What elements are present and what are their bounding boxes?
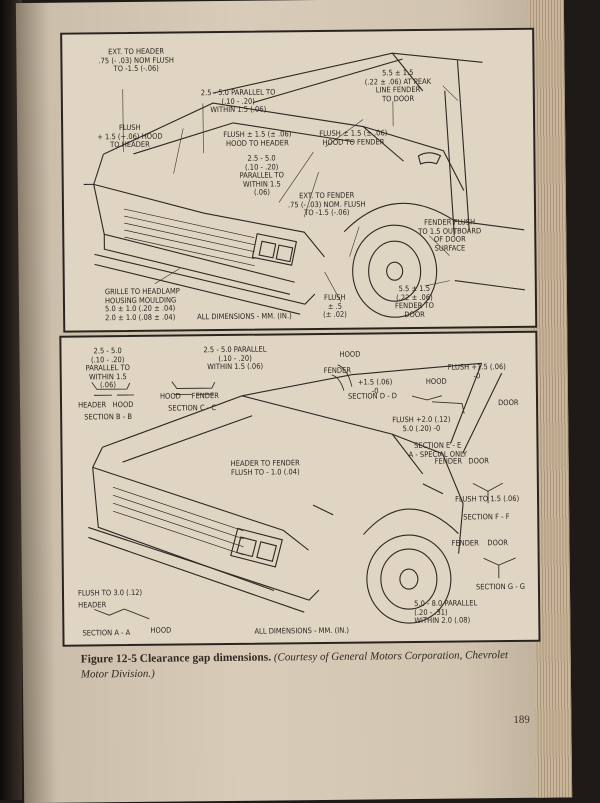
book-spine-shadow <box>0 0 22 800</box>
label-ext-to-fender: EXT. TO FENDER .75 (- .03) NOM. FLUSH TO… <box>287 190 366 218</box>
book-page: EXT. TO HEADER .75 (- .03) NOM FLUSH TO … <box>15 0 573 803</box>
label-section-b-parallel: 2.5 - 5.0 (.10 - .20) PARALLEL TO WITHIN… <box>85 346 131 390</box>
label-header-a: HEADER <box>78 600 107 610</box>
label-flush-5: FLUSH ± .5 (± .02) <box>323 292 347 319</box>
label-section-c-c: SECTION C - C <box>168 403 217 413</box>
label-fender-d: FENDER <box>323 365 352 375</box>
label-flush-hood-to-header: FLUSH + 1.5 (+.06) HOOD TO HEADER <box>97 122 163 150</box>
label-grille-to-headlamp: GRILLE TO HEADLAMP HOUSING MOULDING 5.0 … <box>104 286 180 322</box>
label-all-dimensions-top: ALL DIMENSIONS - mm. (in.) <box>197 311 292 322</box>
label-parallel-g: 5.0 - 8.0 PARALLEL (.20 - .31) WITHIN 2.… <box>414 598 478 626</box>
label-section-g-g: SECTION G - G <box>475 581 526 592</box>
label-section-b-b: SECTION B - B <box>84 411 133 422</box>
label-fender-door-g: FENDER DOOR <box>451 538 508 548</box>
figure-caption: Figure 12-5 Clearance gap dimensions. (C… <box>81 648 531 683</box>
label-flush-a: FLUSH TO 3.0 (.12) <box>77 587 143 598</box>
label-fender-to-door: 5.5 ± 1.5 (.22 ± .06) FENDER TO DOOR <box>394 283 434 319</box>
label-hood-d: HOOD <box>339 349 361 359</box>
label-section-c-parallel: 2.5 - 5.0 PARALLEL (.10 - .20) WITHIN 1.… <box>203 344 267 372</box>
label-line-fender-to-door: 5.5 ± 1.5 (.22 ± .06) AT PEAK LINE FENDE… <box>364 68 432 103</box>
label-hood-e: HOOD <box>425 376 447 386</box>
label-ext-to-header: EXT. TO HEADER .75 (- .03) NOM FLUSH TO … <box>98 46 174 74</box>
label-section-a-a: SECTION A - A <box>82 628 131 638</box>
label-door-e: DOOR <box>497 397 519 408</box>
page-number: 189 <box>513 713 530 726</box>
label-header-hood-b: HEADER HOOD <box>77 399 134 410</box>
figure-panel-top: EXT. TO HEADER .75 (- .03) NOM FLUSH TO … <box>60 27 538 333</box>
label-flush-f: FLUSH TO 1.5 (.06) <box>454 493 520 504</box>
label-section-f-f: SECTION F - F <box>463 512 510 522</box>
label-fender-door-f: FENDER DOOR <box>434 456 489 466</box>
car-front-three-quarter-illustration <box>83 52 525 318</box>
label-flush-hood-to-fender: FLUSH ± 1.5 (± .06) HOOD TO FENDER <box>319 128 388 147</box>
figure-number: Figure 12-5 <box>80 652 138 666</box>
label-hood-a: HOOD <box>150 625 172 635</box>
label-hood-fender-c: HOOD FENDER <box>159 391 219 401</box>
label-parallel-to-mid: 2.5 - 5.0 (.10 - .20) PARALLEL TO WITHIN… <box>239 153 285 197</box>
label-flush-e2: FLUSH +2.0 (.12) 5.0 (.20) -0 <box>392 414 451 433</box>
label-all-dimensions-bottom: ALL DIMENSIONS - mm. (in.) <box>254 625 350 636</box>
label-flush-hood-to-header-2: FLUSH ± 1.5 (± .06) HOOD TO HEADER <box>223 129 292 148</box>
figure-panel-bottom: 2.5 - 5.0 (.10 - .20) PARALLEL TO WITHIN… <box>59 330 541 647</box>
label-fender-flush: FENDER FLUSH TO 1.5 OUTBOARD OF DOOR SUR… <box>418 217 482 253</box>
car-front-three-quarter-illustration-2 <box>88 362 516 624</box>
label-flush-e: FLUSH +1.5 (.06) -0 <box>447 362 506 380</box>
figure-title: Clearance gap dimensions. <box>139 651 272 665</box>
label-parallel-to-top: 2.5 - 5.0 PARALLEL TO (.10 - .20) WITHIN… <box>200 87 276 115</box>
label-section-d-d: SECTION D - D <box>347 391 397 401</box>
label-header-to-fender: HEADER TO FENDER FLUSH TO - 1.0 (.04) <box>230 458 300 477</box>
